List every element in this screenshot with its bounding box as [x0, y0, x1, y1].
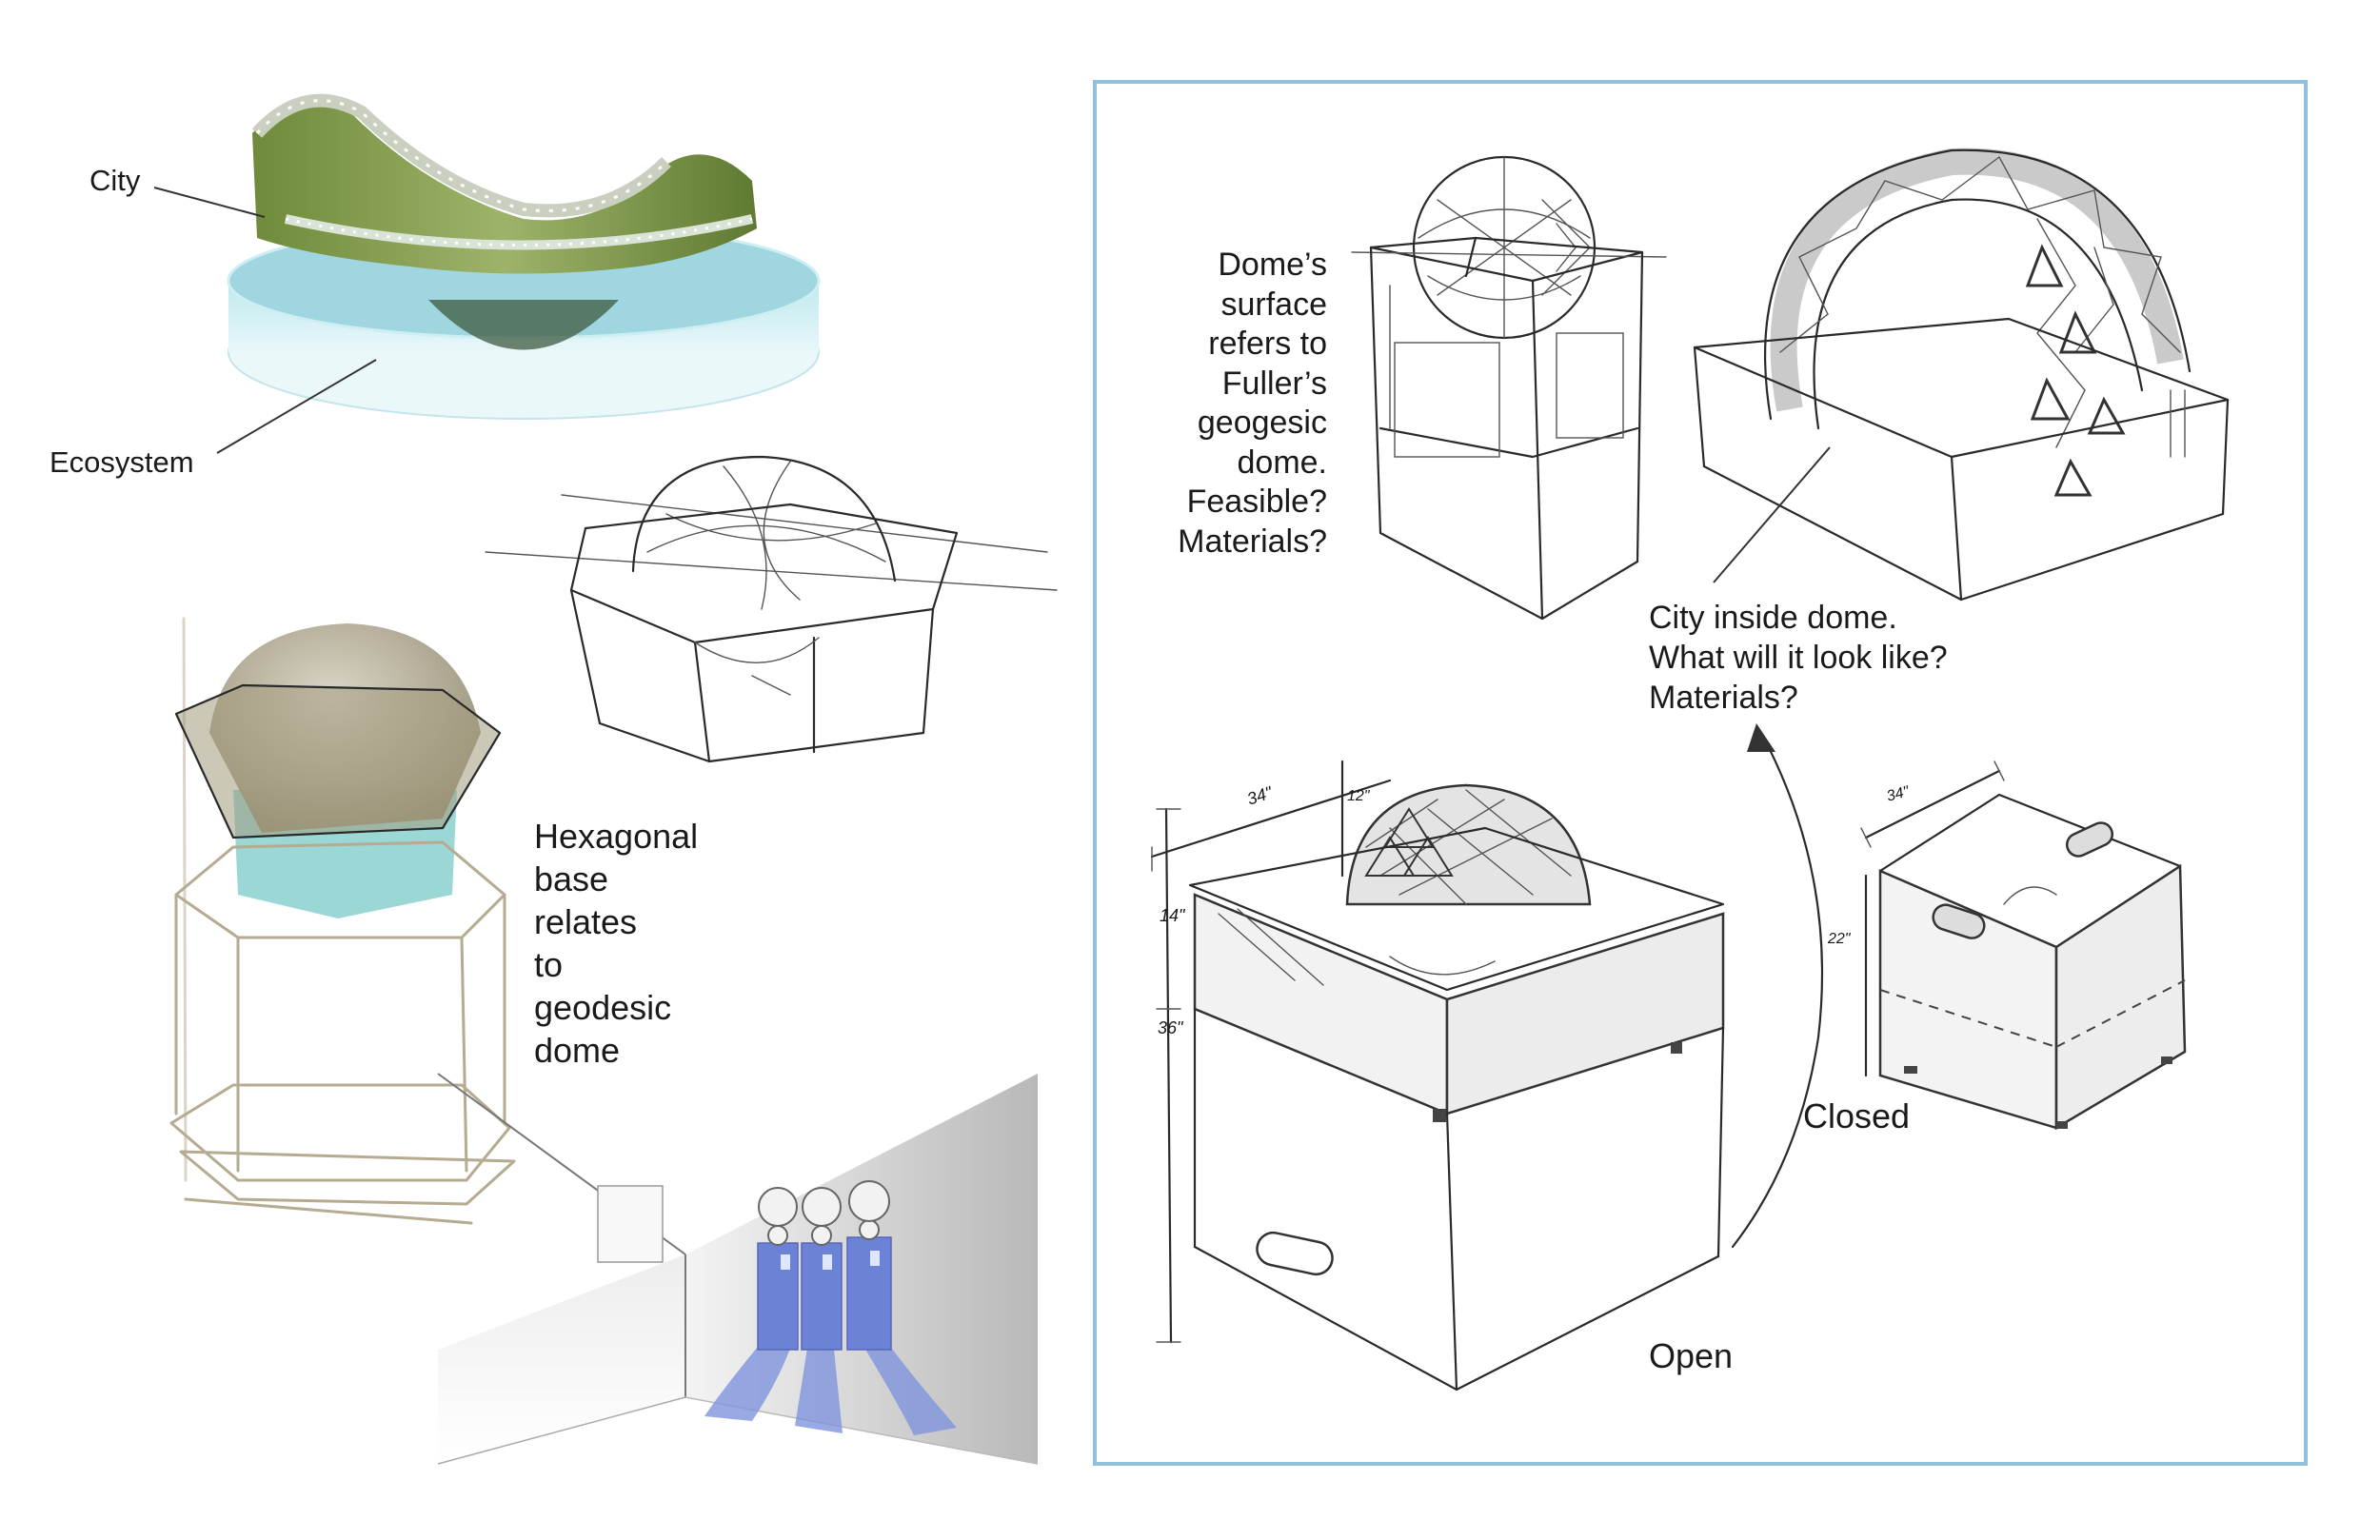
- closed-label: Closed: [1803, 1096, 1911, 1135]
- geodesic-pedestal-sketch: [1351, 143, 1676, 638]
- hexagonal-dome-sketch: [476, 438, 1066, 780]
- geodesic-arch-sketch: [1693, 143, 2247, 609]
- hexagonal-base-note: Hexagonal base relates to geodesic dome: [534, 817, 699, 1070]
- dim-open-top: 14": [1160, 906, 1185, 925]
- closed-box-sketch: [1847, 760, 2228, 1142]
- city-inside-dome-note: City inside dome. What will it look like…: [1649, 600, 1948, 716]
- dome-surface-note: Dome’s surface refers to Fuller’s geoges…: [1178, 247, 1327, 560]
- open-box-sketch: [1150, 723, 1824, 1399]
- open-label: Open: [1649, 1336, 1734, 1375]
- city-ecosystem-render: [190, 76, 857, 438]
- hex-pedestal-color-sketch: [157, 609, 538, 1237]
- city-label: City: [89, 164, 141, 197]
- concept-sketch-panel: [1093, 80, 2308, 1466]
- gallery-room-render: [437, 1073, 1039, 1465]
- ecosystem-label: Ecosystem: [50, 445, 194, 479]
- dim-closed-height: 22": [1828, 931, 1851, 947]
- dim-open-dome: 12": [1347, 788, 1370, 804]
- dim-open-height: 36": [1158, 1018, 1183, 1037]
